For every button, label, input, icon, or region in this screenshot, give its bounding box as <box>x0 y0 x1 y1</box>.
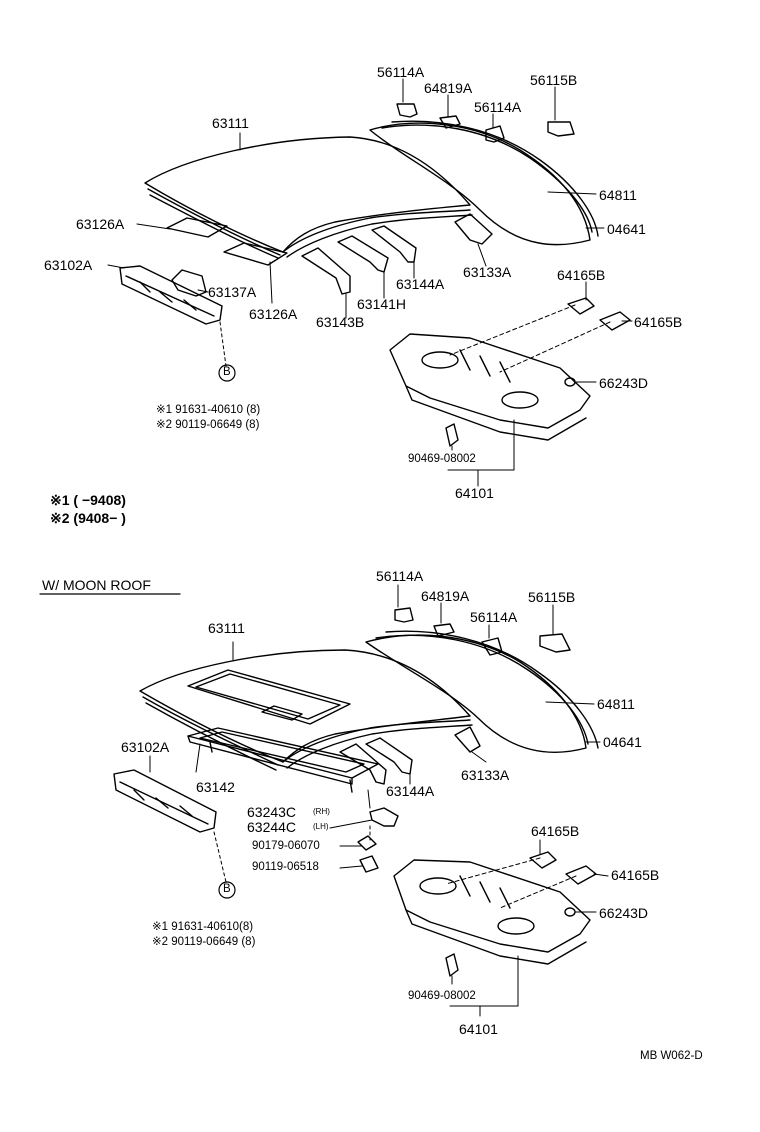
label-56115B-mr: 56115B <box>528 589 576 605</box>
roof-pad-63126A-upper <box>166 217 228 238</box>
label-64819A-mr: 64819A <box>421 588 470 604</box>
label-63243C-mr: 63243C <box>247 804 297 820</box>
moonroof-heading: W/ MOON ROOF <box>42 577 151 593</box>
bracket-64165B-2 <box>599 311 631 331</box>
label-63126A-top-1: 63126A <box>76 216 125 232</box>
label-64101-top: 64101 <box>455 485 494 501</box>
front-header-panel-moonroof <box>113 769 217 833</box>
label-63137A-top: 63137A <box>208 284 257 300</box>
label-90119-mr: 90119-06518 <box>252 861 319 873</box>
label-56114A-top-2: 56114A <box>474 99 522 115</box>
label-90469-mr: 90469-08002 <box>408 990 476 1002</box>
label-64165B-mr-2: 64165B <box>611 867 660 883</box>
label-04641-top: 04641 <box>607 221 646 237</box>
note-top-1: ※1 91631-40610 (8) <box>156 404 261 416</box>
clip-90469 <box>445 423 459 447</box>
label-63143B-top: 63143B <box>316 314 365 330</box>
label-66243D-top: 66243D <box>599 375 649 391</box>
front-header-panel-top <box>119 265 223 325</box>
label-rh-mr: (RH) <box>313 807 330 816</box>
roof-pad-63126A-lower <box>223 242 288 266</box>
top-assembly-drawing <box>107 78 633 487</box>
grommet-66243D <box>564 377 576 387</box>
label-56115B-top: 56115B <box>530 72 578 88</box>
bracket-63137A <box>171 269 207 297</box>
bracket-64165B-mr-2 <box>565 865 597 885</box>
legend-line-2: ※2 (9408− ) <box>50 510 126 526</box>
label-56114A-mr-2: 56114A <box>470 609 518 625</box>
label-64165B-top-2: 64165B <box>634 314 683 330</box>
clips-top <box>396 103 575 143</box>
label-63133A-mr: 63133A <box>461 767 510 783</box>
bracket-64165B-mr-1 <box>529 851 557 869</box>
label-63102A-top: 63102A <box>44 257 93 273</box>
bracket-64165B-1 <box>567 297 595 315</box>
grommet-66243D-mr <box>564 907 576 917</box>
label-04641-mr: 04641 <box>603 734 642 750</box>
roof-panel-top <box>144 136 473 259</box>
label-63142-mr: 63142 <box>196 779 235 795</box>
label-63144A-top: 63144A <box>396 276 445 292</box>
ref-circle-b-top <box>218 364 236 382</box>
label-64101-mr: 64101 <box>459 1021 498 1037</box>
label-56114A-mr-1: 56114A <box>376 568 424 584</box>
label-90469-top: 90469-08002 <box>408 453 476 465</box>
moonroof-assembly-drawing <box>39 584 609 1017</box>
leaders-top <box>107 78 633 487</box>
sunroof-frame-63142 <box>187 727 379 793</box>
ref-circle-b-moonroof <box>218 881 236 899</box>
label-90179-mr: 90179-06070 <box>252 840 320 852</box>
label-63141H-top: 63141H <box>357 296 407 312</box>
sunroof-brackets <box>357 807 399 873</box>
legend-line-1: ※1 ( −9408) <box>50 492 126 508</box>
roof-panel-moonroof <box>139 649 473 771</box>
note-mr-2: ※2 90119-06649 (8) <box>152 936 256 948</box>
package-tray-top <box>389 333 591 441</box>
label-64811-top: 64811 <box>599 187 637 203</box>
label-63244C-mr: 63244C <box>247 819 297 835</box>
back-window-glass-top <box>369 120 599 246</box>
label-64811-mr: 64811 <box>597 696 635 712</box>
clips-moonroof <box>394 607 571 656</box>
label-63133A-top: 63133A <box>463 264 512 280</box>
back-window-glass-moonroof <box>365 630 599 753</box>
label-64819A-top: 64819A <box>424 80 473 96</box>
label-63111-top: 63111 <box>212 115 249 131</box>
label-66243D-mr: 66243D <box>599 905 649 921</box>
ref-b-mr-text: B <box>223 883 231 895</box>
label-63111-mr: 63111 <box>208 620 245 636</box>
label-63126A-top-2: 63126A <box>249 306 298 322</box>
label-lh-mr: (LH) <box>313 822 329 831</box>
label-63144A-mr: 63144A <box>386 783 435 799</box>
note-mr-1: ※1 91631-40610(8) <box>152 921 254 933</box>
ref-b-top-text: B <box>223 366 231 378</box>
label-64165B-mr-1: 64165B <box>531 823 580 839</box>
package-tray-moonroof <box>393 859 591 965</box>
label-56114A-top-1: 56114A <box>377 64 425 80</box>
clip-90469-mr <box>445 953 459 977</box>
leaders-moonroof <box>149 584 609 1017</box>
label-63102A-mr: 63102A <box>121 739 170 755</box>
diagram-code: MB W062-D <box>640 1050 703 1062</box>
note-top-2: ※2 90119-06649 (8) <box>156 419 260 431</box>
label-64165B-top-1: 64165B <box>557 267 606 283</box>
